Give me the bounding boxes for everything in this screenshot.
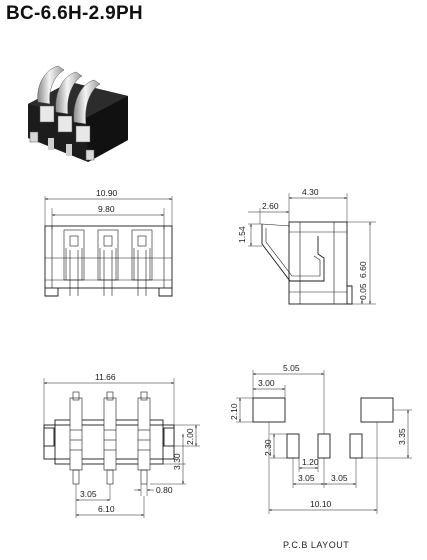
dim-top-row-offset: 3.30 [172, 453, 182, 470]
dim-pcb-total-width: 10.10 [310, 499, 332, 509]
dim-top-pitch: 3.05 [80, 489, 97, 499]
pcb-hole-1 [286, 433, 300, 459]
dim-pcb-pad-offset: 5.05 [283, 363, 300, 373]
dim-pcb-pad-width: 3.00 [258, 378, 275, 388]
pcb-layout-view: 5.05 3.00 2.10 2.30 1.20 3.05 3.05 3.35 [229, 363, 412, 514]
dim-side-base-offset: 0.05 [358, 283, 368, 300]
part-number-title: BC-6.6H-2.9PH [6, 3, 143, 24]
dim-pcb-pitch-left: 3.05 [298, 473, 315, 483]
dim-top-pin-gap: 0.80 [156, 485, 173, 495]
top-view: 11.66 2.00 3.30 [43, 372, 200, 518]
dim-front-width-overall: 10.90 [96, 188, 118, 198]
product-photo [28, 65, 128, 162]
dim-side-height: 6.60 [358, 261, 368, 278]
pcb-hole-3 [349, 433, 363, 459]
dim-side-offset: 2.60 [262, 201, 279, 211]
dim-side-depth: 4.30 [302, 187, 319, 197]
dim-top-span: 6.10 [98, 504, 115, 514]
dim-pcb-hole-height: 2.30 [263, 439, 273, 456]
dim-side-contact-height: 1.54 [237, 226, 247, 243]
dim-top-depth: 2.00 [185, 428, 195, 445]
pcb-pad-left [252, 397, 286, 423]
front-view: 10.90 9.80 [44, 188, 173, 297]
dim-pcb-hole-width: 1.20 [302, 457, 319, 467]
dim-pcb-pad-height: 2.10 [229, 403, 239, 420]
pcb-pad-right [360, 397, 394, 423]
dim-pcb-pitch-right: 3.05 [331, 473, 348, 483]
dim-pcb-row-distance: 3.35 [397, 428, 407, 445]
dim-front-width-inner: 9.80 [98, 204, 115, 214]
pcb-hole-2 [317, 433, 331, 459]
pcb-layout-label: P.C.B LAYOUT [283, 540, 350, 550]
side-view: 4.30 2.60 1.54 6.60 0.05 [237, 187, 376, 305]
dim-top-width: 11.66 [95, 372, 116, 382]
